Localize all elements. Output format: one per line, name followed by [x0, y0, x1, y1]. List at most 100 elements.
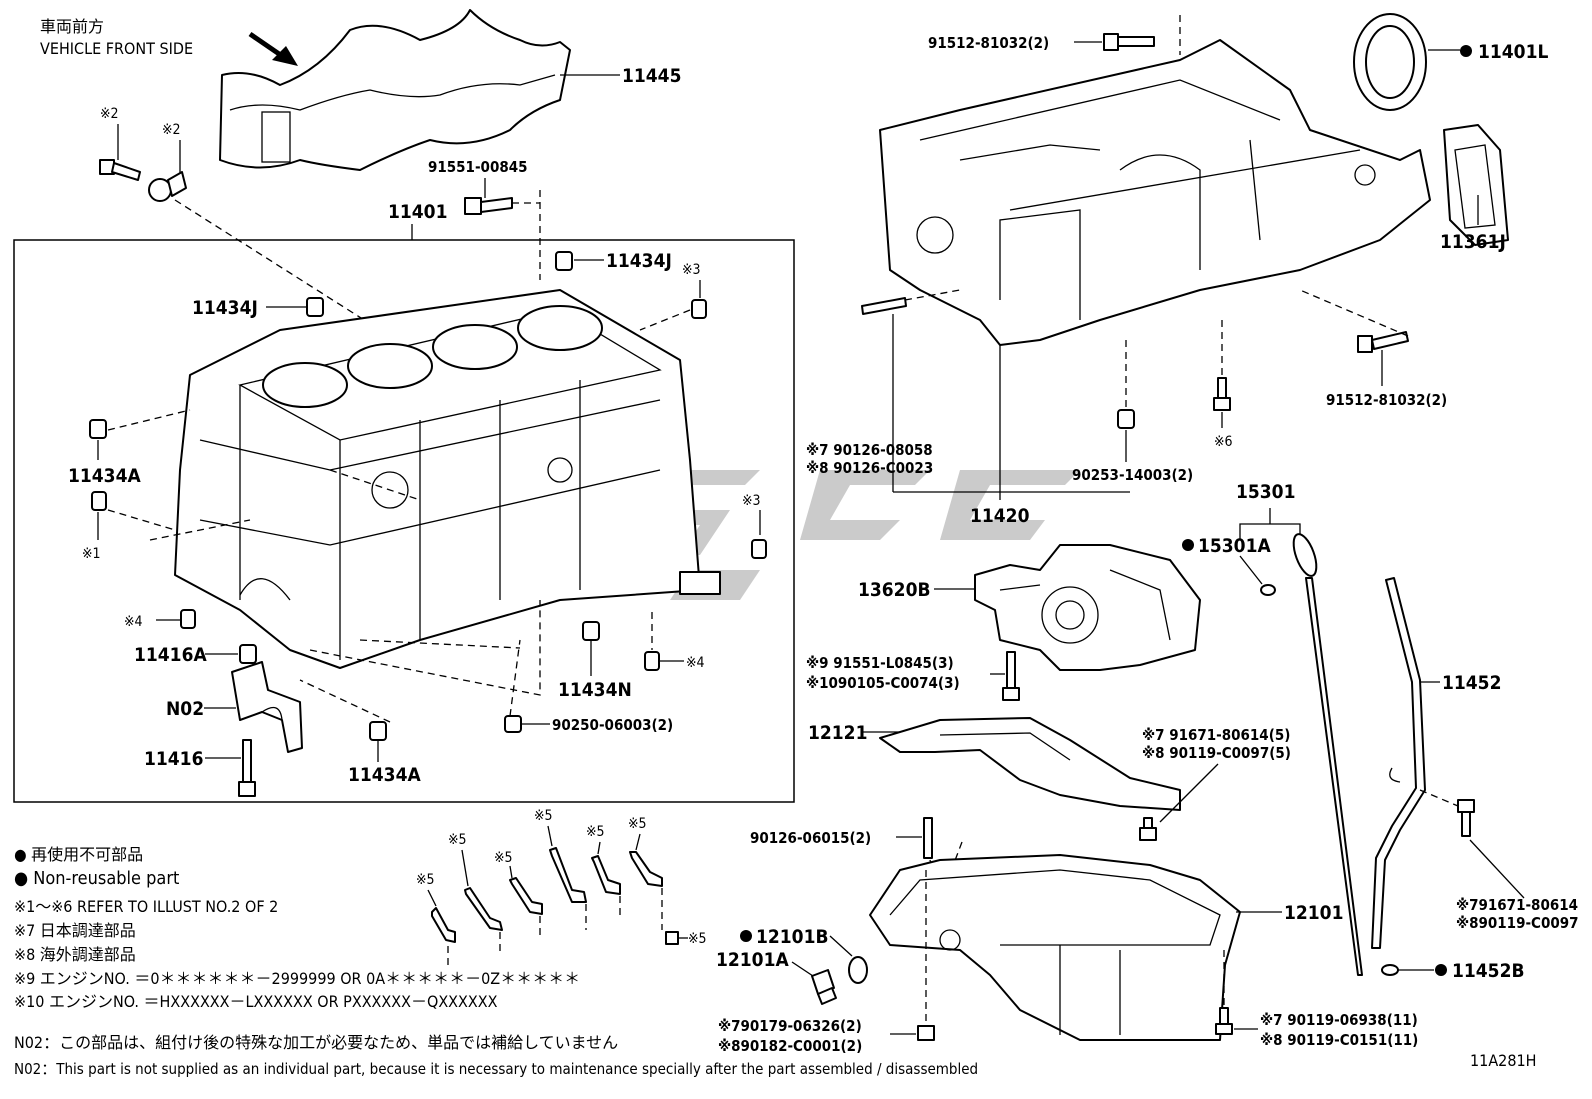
baffle-plate-12121 — [879, 717, 1181, 811]
dowel-11434A-b — [369, 721, 387, 741]
stud-90126-06015 — [923, 817, 933, 859]
oil-pump-13620B — [974, 544, 1201, 671]
dowel-11434J-a — [555, 251, 573, 271]
bolt-91512-81032-b — [1357, 331, 1409, 353]
legend-line-5: ※8 海外調達部品 — [14, 945, 136, 964]
legend-line-1: ● 再使用不可部品 — [14, 845, 143, 864]
dowel-90253-14003 — [1117, 409, 1135, 429]
note-2-label-b: ※2 — [162, 122, 181, 138]
part-90105-label: ※1090105-C0074(3) — [806, 674, 960, 692]
part-11420-label: 11420 — [970, 505, 1030, 527]
bolt-91551-00845 — [464, 197, 513, 215]
part-11434A-b-label: 11434A — [348, 764, 421, 786]
part-11401L-label: 11401L — [1478, 41, 1548, 63]
non-reusable-dot-12101B — [740, 930, 752, 942]
illustration-id: 11A281H — [1470, 1051, 1536, 1070]
crankcase-11420 — [879, 39, 1431, 346]
bolt-note-6 — [1213, 377, 1231, 411]
part-90119-06938-label: ※7 90119-06938(11) — [1260, 1011, 1418, 1029]
cylinder-block — [174, 289, 721, 669]
part-90119-C0151-label: ※8 90119-C0151(11) — [1260, 1031, 1418, 1049]
note-1-label: ※1 — [82, 546, 101, 562]
oil-seal-11401L — [1353, 13, 1427, 111]
cylinder-block-insulator — [219, 9, 571, 171]
bolt-91671-80614-b — [1457, 799, 1475, 837]
part-12101B-label: 12101B — [756, 926, 829, 948]
legend-line-3: ※1～※6 REFER TO ILLUST NO.2 OF 2 — [14, 897, 278, 916]
front-direction-arrow — [248, 31, 298, 66]
note-6-label: ※6 — [1214, 434, 1233, 450]
drain-plug-12101A — [811, 969, 837, 1005]
part-15301-label: 15301 — [1236, 481, 1295, 503]
part-91671-a-label: ※7 91671-80614(5) — [1142, 726, 1290, 744]
part-11416-label: 11416 — [144, 748, 203, 770]
part-11434A-a-label: 11434A — [68, 465, 141, 487]
dowel-11434N — [582, 621, 600, 641]
dowel-11434J-b — [306, 297, 324, 317]
gasket-12101B — [848, 956, 868, 984]
part-91512-a-label: 91512-81032(2) — [928, 34, 1049, 52]
part-90126-06015-label: 90126-06015(2) — [750, 829, 871, 847]
note-5-label-7: ※5 — [688, 931, 707, 947]
dowel-90250-06003 — [504, 715, 522, 733]
part-91512-b-label: 91512-81032(2) — [1326, 391, 1447, 409]
note-5-label-6: ※5 — [628, 816, 647, 832]
legend-line-7: ※10 エンジンNO. ＝HXXXXXX－LXXXXXX OR PXXXXXX－… — [14, 992, 498, 1011]
pin-note-4-a — [180, 609, 196, 629]
part-13620B-label: 13620B — [858, 579, 931, 601]
dipstick-15301 — [1292, 533, 1363, 976]
part-90182-label: ※890182-C0001(2) — [718, 1037, 862, 1055]
note-4-label-a: ※4 — [124, 614, 143, 630]
bolt-11416 — [238, 739, 256, 797]
part-11416A-label: 11416A — [134, 644, 207, 666]
bolt-91551-L0845 — [1002, 651, 1020, 701]
note-5-label-5: ※5 — [586, 824, 605, 840]
part-11445-label: 11445 — [622, 65, 681, 87]
bolt-91512-81032-a — [1103, 33, 1155, 51]
non-reusable-dot-15301A — [1182, 539, 1194, 551]
cylinder-block-frame — [13, 239, 795, 803]
non-reusable-dot-11452B — [1435, 964, 1447, 976]
cover-11361J — [1443, 124, 1509, 246]
part-91551-00845-label: 91551-00845 — [428, 158, 528, 176]
part-11452-label: 11452 — [1442, 672, 1501, 694]
bearing-cap-N02 — [231, 661, 303, 753]
part-90119-a-label: ※8 90119-C0097(5) — [1142, 744, 1291, 762]
bolt-91671-80614-a — [1139, 817, 1157, 841]
note-3-label-a: ※3 — [682, 262, 701, 278]
note-3-label-b: ※3 — [742, 493, 761, 509]
dowel-11434A-a — [89, 419, 107, 439]
pin-note-4-b — [644, 651, 660, 671]
part-90126-08058-label: ※7 90126-08058 — [806, 441, 933, 459]
bolt-note-2 — [99, 159, 141, 181]
part-12121-label: 12121 — [808, 722, 867, 744]
part-91551-L0845-label: ※9 91551-L0845(3) — [806, 654, 954, 672]
front-label-en: VEHICLE FRONT SIDE — [40, 39, 193, 58]
dowel-11416A — [239, 644, 257, 664]
oil-pan-12101 — [869, 854, 1241, 1041]
part-11401-label: 11401 — [388, 201, 447, 223]
front-label-jp: 車両前方 — [40, 17, 104, 36]
pin-note-1 — [91, 491, 107, 511]
oil-jet-pipe-group — [431, 847, 679, 945]
part-90253-label: 90253-14003(2) — [1072, 466, 1193, 484]
o-ring-15301A — [1260, 584, 1276, 596]
part-12101A-label: 12101A — [716, 949, 789, 971]
legend-line-6: ※9 エンジンNO. ＝0＊＊＊＊＊＊－2999999 OR 0A＊＊＊＊＊－0… — [14, 969, 580, 988]
part-90179-label: ※790179-06326(2) — [718, 1017, 862, 1035]
footnote-n02-jp: N02：この部品は、組付け後の特殊な加工が必要なため、単品では補給していません — [14, 1033, 618, 1052]
part-11434J-a-label: 11434J — [606, 250, 672, 272]
pin-note-3-b — [751, 539, 767, 559]
note-5-label-2: ※5 — [448, 832, 467, 848]
o-ring-11452B — [1381, 964, 1399, 976]
footnote-n02-en: N02：This part is not supplied as an indi… — [14, 1060, 978, 1078]
part-91671-b-label: ※791671-80614 — [1456, 896, 1578, 914]
note-5-label-1: ※5 — [416, 872, 435, 888]
part-11452B-label: 11452B — [1452, 960, 1525, 982]
part-11434J-b-label: 11434J — [192, 297, 258, 319]
part-11434N-label: 11434N — [558, 679, 632, 701]
legend-line-4: ※7 日本調達部品 — [14, 921, 136, 940]
legend-line-2: ● Non-reusable part — [14, 868, 179, 889]
part-90119-b-label: ※890119-C0097 — [1456, 914, 1579, 932]
